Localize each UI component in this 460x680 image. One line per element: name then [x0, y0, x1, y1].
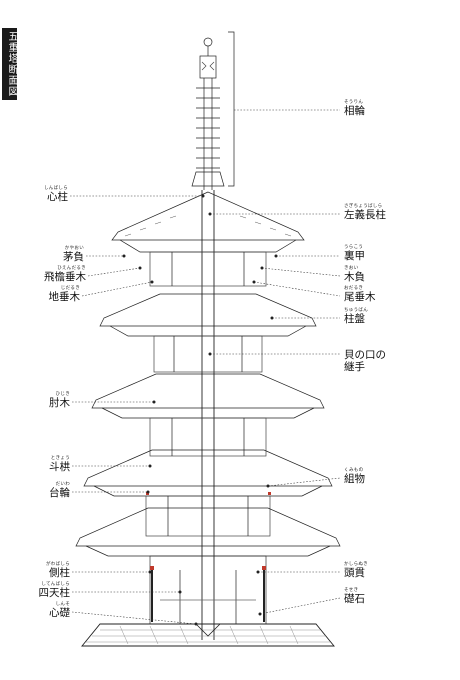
- label-chuban: ちゅうばん柱盤: [344, 308, 368, 325]
- roof-3: [91, 373, 325, 409]
- roof-5: [75, 507, 341, 547]
- label-kainokuchi-joint: 貝の口の継手: [344, 349, 386, 373]
- label-gawabashira: がわばしら側柱: [46, 562, 70, 579]
- roof-2: [99, 293, 317, 327]
- label-sorin: そうりん相輪: [344, 100, 365, 117]
- label-kioi: きおい木負: [344, 266, 365, 283]
- finial-jewel: [203, 37, 213, 47]
- label-sagichobashira: さぎちょうばしら左義長柱: [344, 204, 386, 221]
- label-hijiki: ひじき肘木: [49, 392, 70, 409]
- label-jidaruki: じだるき地垂木: [48, 286, 81, 303]
- label-shitenbashira: してんばしら四天柱: [38, 582, 71, 599]
- label-tokyo: ときょう斗栱: [49, 456, 70, 473]
- label-urako: うらこう裏甲: [344, 245, 365, 262]
- vertical-title: 五重塔断面図: [2, 28, 17, 100]
- label-kumimono: くみもの組物: [344, 468, 365, 485]
- label-kashiranuki: かしらぬき頭貫: [344, 562, 368, 579]
- roof-4: [83, 449, 333, 487]
- label-soseki: そせき礎石: [344, 588, 365, 605]
- roof-1: [111, 191, 305, 241]
- label-hiendaruki: ひえんだるき飛檐垂木: [44, 266, 86, 283]
- foundation-platform: [81, 623, 335, 647]
- ground-floor: [149, 555, 267, 625]
- central-foundation-stone: [195, 623, 221, 637]
- label-dawa: だいわ台輪: [49, 482, 70, 499]
- label-kayaoi: かやおい茅負: [63, 246, 84, 263]
- sorin-flame: [199, 55, 217, 79]
- sorin-bracket: [228, 31, 235, 187]
- label-odaruki: おだるき尾垂木: [344, 286, 376, 303]
- label-shinbashira: しんばしら心柱: [44, 186, 68, 203]
- sorin-rings: [196, 87, 220, 169]
- label-shinso: しんそ心礎: [49, 602, 70, 619]
